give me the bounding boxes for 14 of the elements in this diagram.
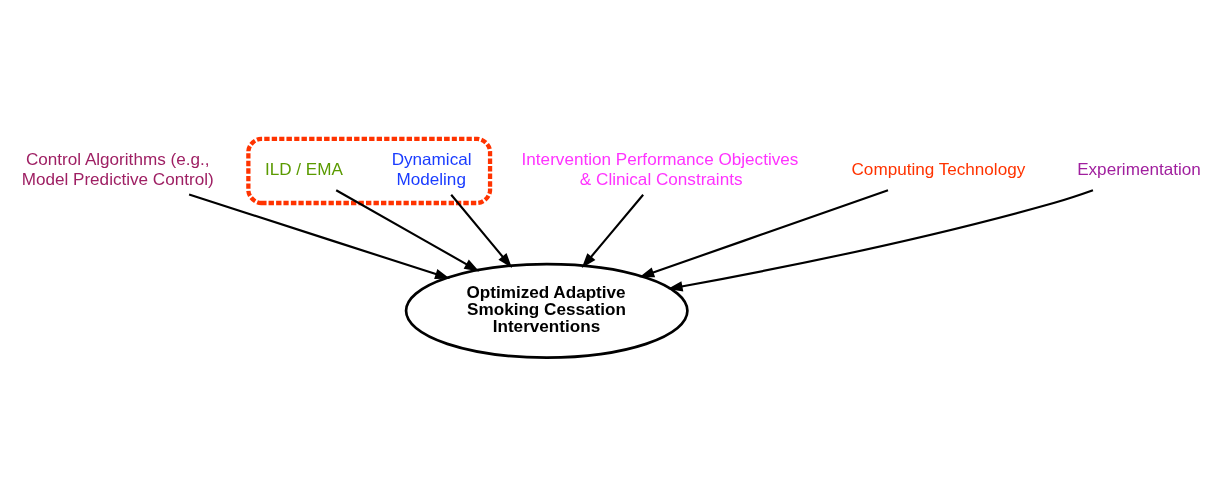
node-text: ILD / EMA [264,159,343,179]
node-text: Dynamical Modeling [391,149,472,189]
arrow [450,193,513,268]
node-text: Computing Technology [851,159,1026,179]
arrow [581,193,644,268]
node-text: Intervention Performance Objectives & Clinical Constraints [521,149,799,189]
arrow [667,188,1094,292]
arrow [188,193,451,279]
node-ellipse: Optimized Adaptive Smoking Cessation Interventions [404,262,689,359]
node-text: Experimentation [1077,159,1201,179]
cluster [246,136,493,205]
arrow [335,188,480,271]
arrow [639,188,889,277]
node-text: Control Algorithms (e.g., Model Predictive Control) [21,149,214,189]
